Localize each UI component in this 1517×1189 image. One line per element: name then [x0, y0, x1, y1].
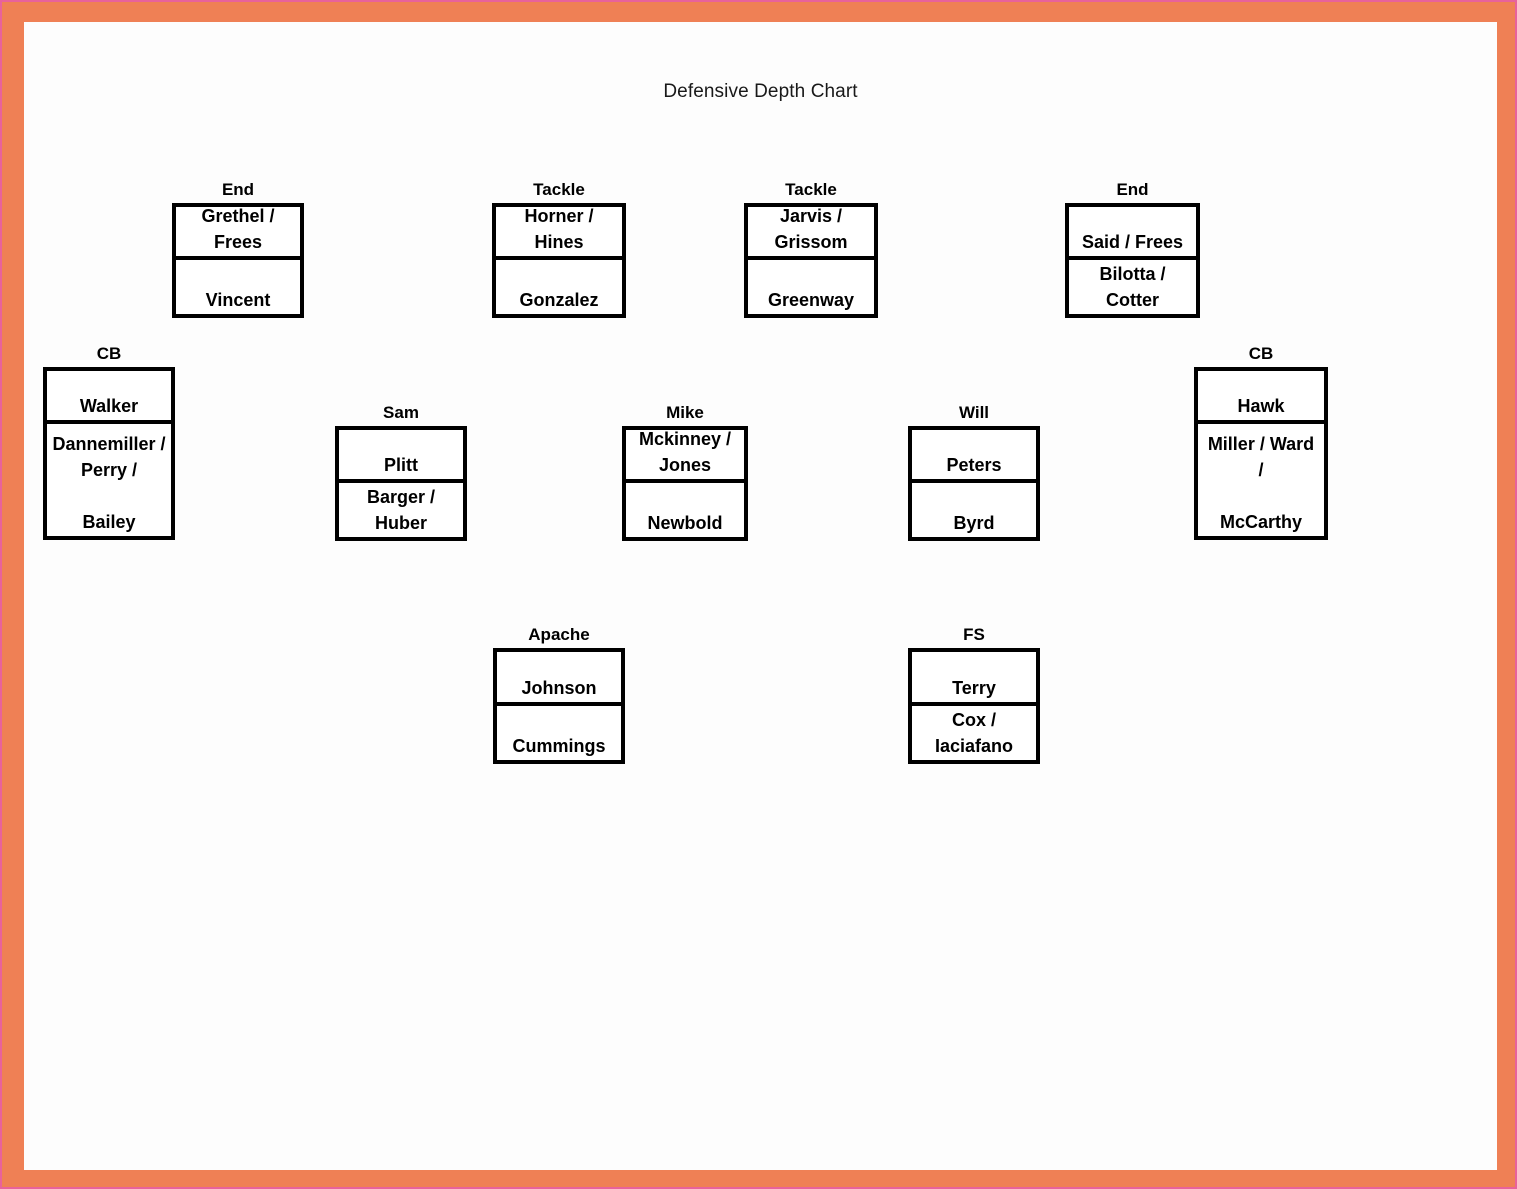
position-group-mike-linebacker[interactable]: Mike Mckinney / Jones Newbold: [622, 403, 748, 541]
depth-cell-text: Barger / Huber: [366, 487, 436, 533]
position-group-will-linebacker[interactable]: Will Peters Byrd: [908, 403, 1040, 541]
depth-cell-text: Jarvis / Grissom: [774, 207, 848, 252]
depth-box-mike-linebacker: Mckinney / Jones Newbold: [622, 426, 748, 541]
position-label-right-cb: CB: [1248, 344, 1274, 363]
depth-cell-text: Terry: [952, 678, 996, 698]
position-group-left-end[interactable]: End Grethel / Frees Vincent: [172, 180, 304, 318]
depth-cell-text: Byrd: [953, 513, 995, 533]
depth-cell-text: Plitt: [384, 455, 418, 475]
position-label-apache: Apache: [528, 625, 590, 644]
depth-cell-text: Gonzalez: [519, 290, 599, 310]
depth-cell-starter[interactable]: Hawk: [1198, 371, 1324, 424]
depth-cell-text: Horner / Hines: [524, 207, 594, 252]
depth-cell-backup[interactable]: Greenway: [748, 260, 874, 314]
position-group-right-cb[interactable]: CB Hawk Miller / Ward / McCarthy: [1194, 344, 1328, 540]
depth-cell-text: Miller / Ward / McCarthy: [1207, 434, 1315, 532]
depth-cell-starter[interactable]: Said / Frees: [1069, 207, 1196, 260]
depth-cell-starter[interactable]: Johnson: [497, 652, 621, 706]
depth-box-right-tackle: Jarvis / Grissom Greenway: [744, 203, 878, 318]
depth-cell-starter[interactable]: Peters: [912, 430, 1036, 483]
depth-cell-text: Mckinney / Jones: [638, 430, 732, 475]
depth-cell-text: Grethel / Frees: [201, 207, 275, 252]
depth-cell-backup[interactable]: Cummings: [497, 706, 621, 760]
position-label-left-tackle: Tackle: [533, 180, 585, 199]
depth-box-free-safety: Terry Cox / Iaciafano: [908, 648, 1040, 764]
depth-box-right-end: Said / Frees Bilotta / Cotter: [1065, 203, 1200, 318]
depth-cell-text: Said / Frees: [1081, 232, 1184, 252]
depth-cell-backup[interactable]: Byrd: [912, 483, 1036, 537]
depth-cell-backup[interactable]: Cox / Iaciafano: [912, 706, 1036, 760]
depth-cell-text: Cummings: [512, 736, 606, 756]
depth-cell-starter[interactable]: Horner / Hines: [496, 207, 622, 260]
depth-cell-starter[interactable]: Plitt: [339, 430, 463, 483]
depth-cell-backup[interactable]: Miller / Ward / McCarthy: [1198, 424, 1324, 536]
depth-cell-backup[interactable]: Barger / Huber: [339, 483, 463, 537]
position-group-right-end[interactable]: End Said / Frees Bilotta / Cotter: [1065, 180, 1200, 318]
position-label-left-end: End: [221, 180, 255, 199]
depth-cell-text: Dannemiller / Perry / Bailey: [52, 434, 166, 532]
depth-cell-starter[interactable]: Mckinney / Jones: [626, 430, 744, 483]
depth-cell-text: Walker: [79, 396, 139, 416]
depth-cell-backup[interactable]: Newbold: [626, 483, 744, 537]
page-title: Defensive Depth Chart: [663, 81, 858, 102]
depth-cell-text: Johnson: [521, 678, 597, 698]
position-label-sam: Sam: [383, 403, 419, 422]
depth-cell-backup[interactable]: Vincent: [176, 260, 300, 314]
position-group-apache-safety[interactable]: Apache Johnson Cummings: [493, 625, 625, 764]
depth-box-left-tackle: Horner / Hines Gonzalez: [492, 203, 626, 318]
depth-cell-text: Cox / Iaciafano: [934, 710, 1014, 756]
chart-sheet: Defensive Depth Chart End Grethel / Free…: [24, 22, 1497, 1170]
depth-cell-starter[interactable]: Terry: [912, 652, 1036, 706]
depth-box-right-cb: Hawk Miller / Ward / McCarthy: [1194, 367, 1328, 540]
depth-cell-backup[interactable]: Gonzalez: [496, 260, 622, 314]
depth-cell-starter[interactable]: Walker: [47, 371, 171, 424]
depth-box-apache-safety: Johnson Cummings: [493, 648, 625, 764]
depth-cell-text: Hawk: [1237, 396, 1285, 416]
depth-box-left-end: Grethel / Frees Vincent: [172, 203, 304, 318]
depth-cell-text: Greenway: [767, 290, 855, 310]
position-group-sam-linebacker[interactable]: Sam Plitt Barger / Huber: [335, 403, 467, 541]
position-label-right-tackle: Tackle: [785, 180, 837, 199]
position-group-free-safety[interactable]: FS Terry Cox / Iaciafano: [908, 625, 1040, 764]
depth-cell-text: Peters: [946, 455, 1002, 475]
position-group-left-tackle[interactable]: Tackle Horner / Hines Gonzalez: [492, 180, 626, 318]
depth-cell-starter[interactable]: Grethel / Frees: [176, 207, 300, 260]
position-label-right-end: End: [1116, 180, 1149, 199]
depth-cell-starter[interactable]: Jarvis / Grissom: [748, 207, 874, 260]
depth-box-sam-linebacker: Plitt Barger / Huber: [335, 426, 467, 541]
depth-box-will-linebacker: Peters Byrd: [908, 426, 1040, 541]
depth-cell-backup[interactable]: Dannemiller / Perry / Bailey: [47, 424, 171, 536]
depth-cell-text: Bilotta / Cotter: [1099, 264, 1166, 310]
position-label-will: Will: [958, 403, 990, 422]
depth-cell-text: Newbold: [647, 513, 723, 533]
position-label-fs: FS: [963, 625, 985, 644]
depth-box-left-cb: Walker Dannemiller / Perry / Bailey: [43, 367, 175, 540]
position-group-right-tackle[interactable]: Tackle Jarvis / Grissom Greenway: [744, 180, 878, 318]
depth-cell-text: Vincent: [205, 290, 271, 310]
position-label-mike: Mike: [666, 403, 704, 422]
position-label-left-cb: CB: [96, 344, 122, 363]
depth-cell-backup[interactable]: Bilotta / Cotter: [1069, 260, 1196, 314]
position-group-left-cb[interactable]: CB Walker Dannemiller / Perry / Bailey: [43, 344, 175, 540]
